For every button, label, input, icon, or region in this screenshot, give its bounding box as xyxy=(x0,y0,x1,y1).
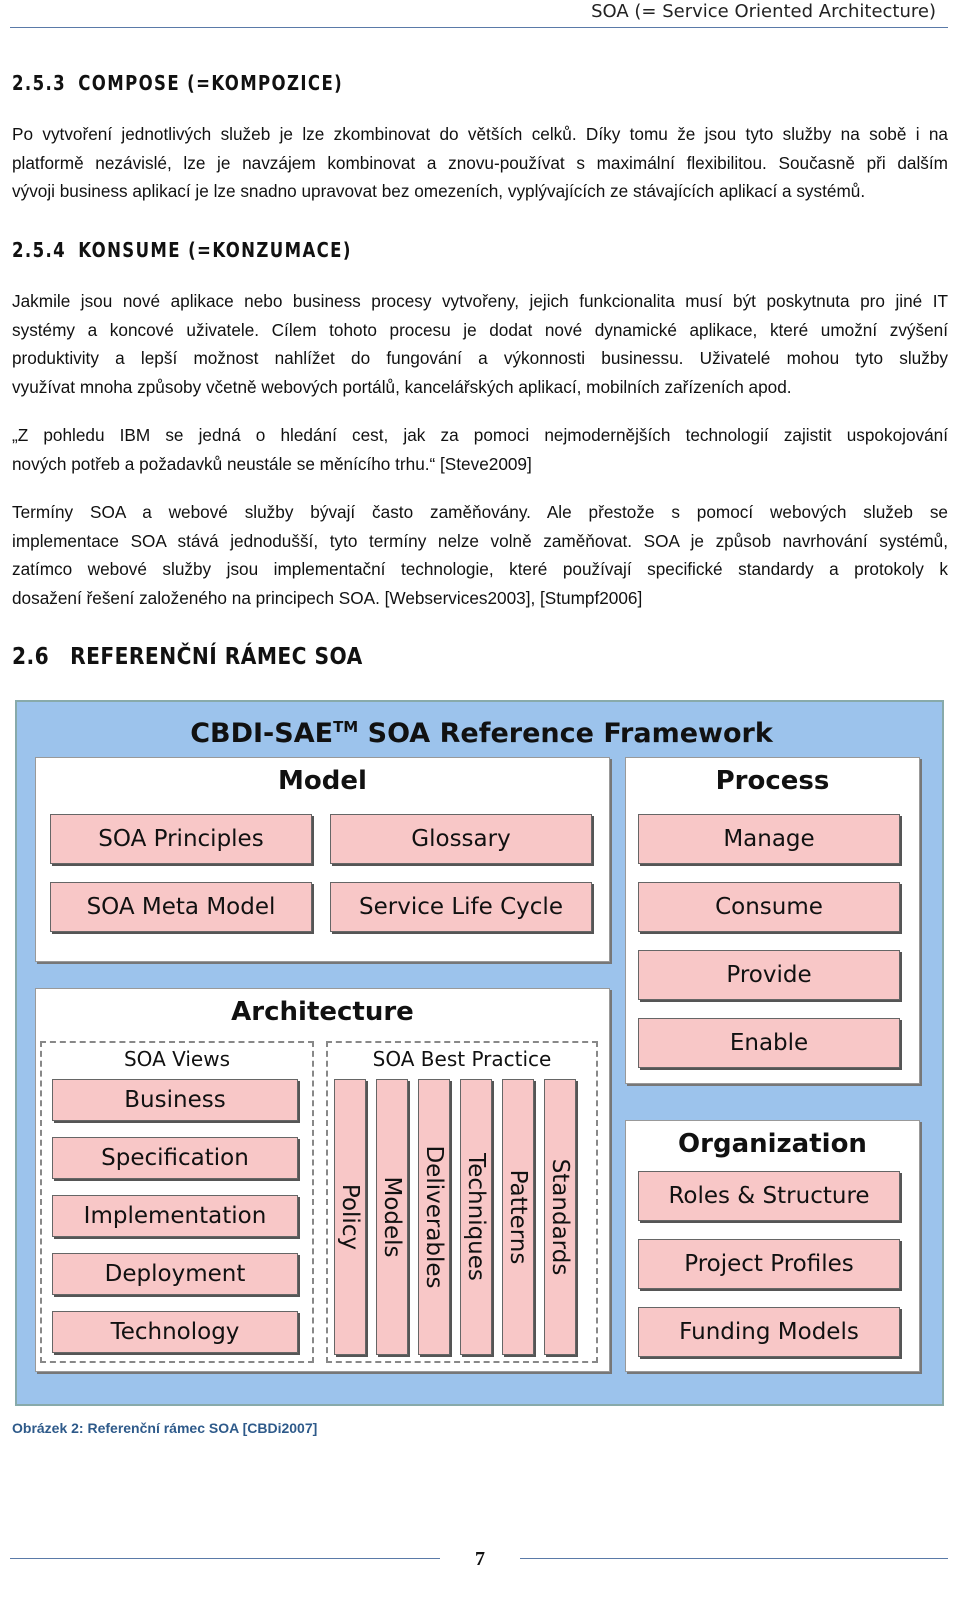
soa-view-item: Technology xyxy=(52,1311,298,1353)
footer-rule-right xyxy=(520,1558,948,1559)
footer-rule-left xyxy=(10,1558,440,1559)
text-line: Jakmile jsou nové aplikace nebo business… xyxy=(12,291,948,311)
text-line: zatímco webové služby jsou implementační… xyxy=(12,559,948,580)
organization-item: Roles & Structure xyxy=(638,1171,900,1221)
best-practice-label: Patterns xyxy=(505,1169,531,1265)
text-line: dosažení řešení založeného na principech… xyxy=(12,587,643,608)
soa-reference-framework-figure: CBDI-SAETM SOA Reference Framework Model… xyxy=(15,700,944,1406)
model-item: SOA Meta Model xyxy=(50,882,312,932)
organization-title: Organization xyxy=(678,1129,867,1159)
process-title: Process xyxy=(715,766,830,796)
section-number: 2.5.4 xyxy=(12,238,67,262)
model-panel: Model SOA Principles Glossary SOA Meta M… xyxy=(35,757,610,962)
section-title: COMPOSE (=KOMPOZICE) xyxy=(78,71,344,95)
model-item: SOA Principles xyxy=(50,814,312,864)
paragraph-compose: Po vytvoření jednotlivých služeb je lze … xyxy=(12,120,948,206)
text-line: využívat mnoha způsoby včetně webových p… xyxy=(12,376,792,397)
page-number: 7 xyxy=(475,1548,485,1570)
soa-view-item: Deployment xyxy=(52,1253,298,1295)
soa-best-practice-title: SOA Best Practice xyxy=(372,1047,552,1071)
paragraph-terms: Termíny SOA a webové služby bývají často… xyxy=(12,498,948,612)
architecture-title: Architecture xyxy=(231,997,414,1027)
section-heading-2-5-3: 2.5.3 COMPOSE (=KOMPOZICE) xyxy=(12,71,343,95)
best-practice-item: Patterns xyxy=(502,1079,534,1355)
section-title: KONSUME (=KONZUMACE) xyxy=(78,238,352,262)
text-line: implementace SOA stává jednodušší, tyto … xyxy=(12,530,948,551)
organization-item: Project Profiles xyxy=(638,1239,900,1289)
section-number: 2.6 xyxy=(12,644,50,670)
text-line: Termíny SOA a webové služby bývají často… xyxy=(12,502,948,522)
process-item: Provide xyxy=(638,950,900,1000)
paragraph-quote: „Z pohledu IBM se jedná o hledání cest, … xyxy=(12,421,948,478)
text-line: Po vytvoření jednotlivých služeb je lze … xyxy=(12,124,948,144)
model-item: Glossary xyxy=(330,814,592,864)
section-heading-2-6: 2.6 REFERENČNÍ RÁMEC SOA xyxy=(12,644,363,670)
figure-caption: Obrázek 2: Referenční rámec SOA [CBDi200… xyxy=(12,1420,318,1436)
soa-view-item: Specification xyxy=(52,1137,298,1179)
section-title: REFERENČNÍ RÁMEC SOA xyxy=(70,644,363,670)
organization-panel: Organization Roles & Structure Project P… xyxy=(625,1120,920,1372)
text-line: „Z pohledu IBM se jedná o hledání cest, … xyxy=(12,425,948,445)
best-practice-item: Deliverables xyxy=(418,1079,450,1355)
paragraph-konsume: Jakmile jsou nové aplikace nebo business… xyxy=(12,287,948,401)
soa-views-group: SOA Views Business Specification Impleme… xyxy=(40,1041,314,1363)
model-item: Service Life Cycle xyxy=(330,882,592,932)
best-practice-item: Standards xyxy=(544,1079,576,1355)
model-title: Model xyxy=(278,766,367,796)
soa-best-practice-group: SOA Best Practice Policy Models Delivera… xyxy=(326,1041,598,1363)
text-line: vývoji business aplikací je lze snadno u… xyxy=(12,181,866,202)
best-practice-item: Techniques xyxy=(460,1079,492,1355)
best-practice-label: Techniques xyxy=(463,1153,489,1281)
process-item: Consume xyxy=(638,882,900,932)
process-item: Enable xyxy=(638,1018,900,1068)
soa-views-title: SOA Views xyxy=(123,1047,230,1071)
best-practice-label: Policy xyxy=(337,1183,363,1251)
soa-view-item: Implementation xyxy=(52,1195,298,1237)
architecture-panel: Architecture SOA Views Business Specific… xyxy=(35,988,610,1372)
process-panel: Process Manage Consume Provide Enable xyxy=(625,757,920,1084)
figure-title-rest: SOA Reference Framework xyxy=(358,718,773,749)
process-item: Manage xyxy=(638,814,900,864)
best-practice-item: Policy xyxy=(334,1079,366,1355)
text-line: platformě nezávislé, lze je navzájem kom… xyxy=(12,152,948,173)
header-rule xyxy=(10,27,948,28)
best-practice-label: Models xyxy=(379,1176,405,1258)
text-line: produktivity a lepší možnost nahlížet do… xyxy=(12,348,948,369)
trademark-mark: TM xyxy=(333,718,359,736)
soa-view-item: Business xyxy=(52,1079,298,1121)
best-practice-item: Models xyxy=(376,1079,408,1355)
text-line: systémy a koncové uživatele. Cílem tohot… xyxy=(12,319,948,340)
section-heading-2-5-4: 2.5.4 KONSUME (=KONZUMACE) xyxy=(12,238,352,262)
running-header: SOA (= Service Oriented Architecture) xyxy=(591,1,936,22)
organization-item: Funding Models xyxy=(638,1307,900,1357)
best-practice-label: Deliverables xyxy=(421,1145,447,1289)
figure-title: CBDI-SAETM SOA Reference Framework xyxy=(17,718,946,749)
section-number: 2.5.3 xyxy=(12,71,67,95)
figure-title-main: CBDI-SAE xyxy=(190,718,334,749)
best-practice-label: Standards xyxy=(547,1158,573,1276)
text-line: nových potřeb a požadavků neustále se mě… xyxy=(12,453,532,474)
